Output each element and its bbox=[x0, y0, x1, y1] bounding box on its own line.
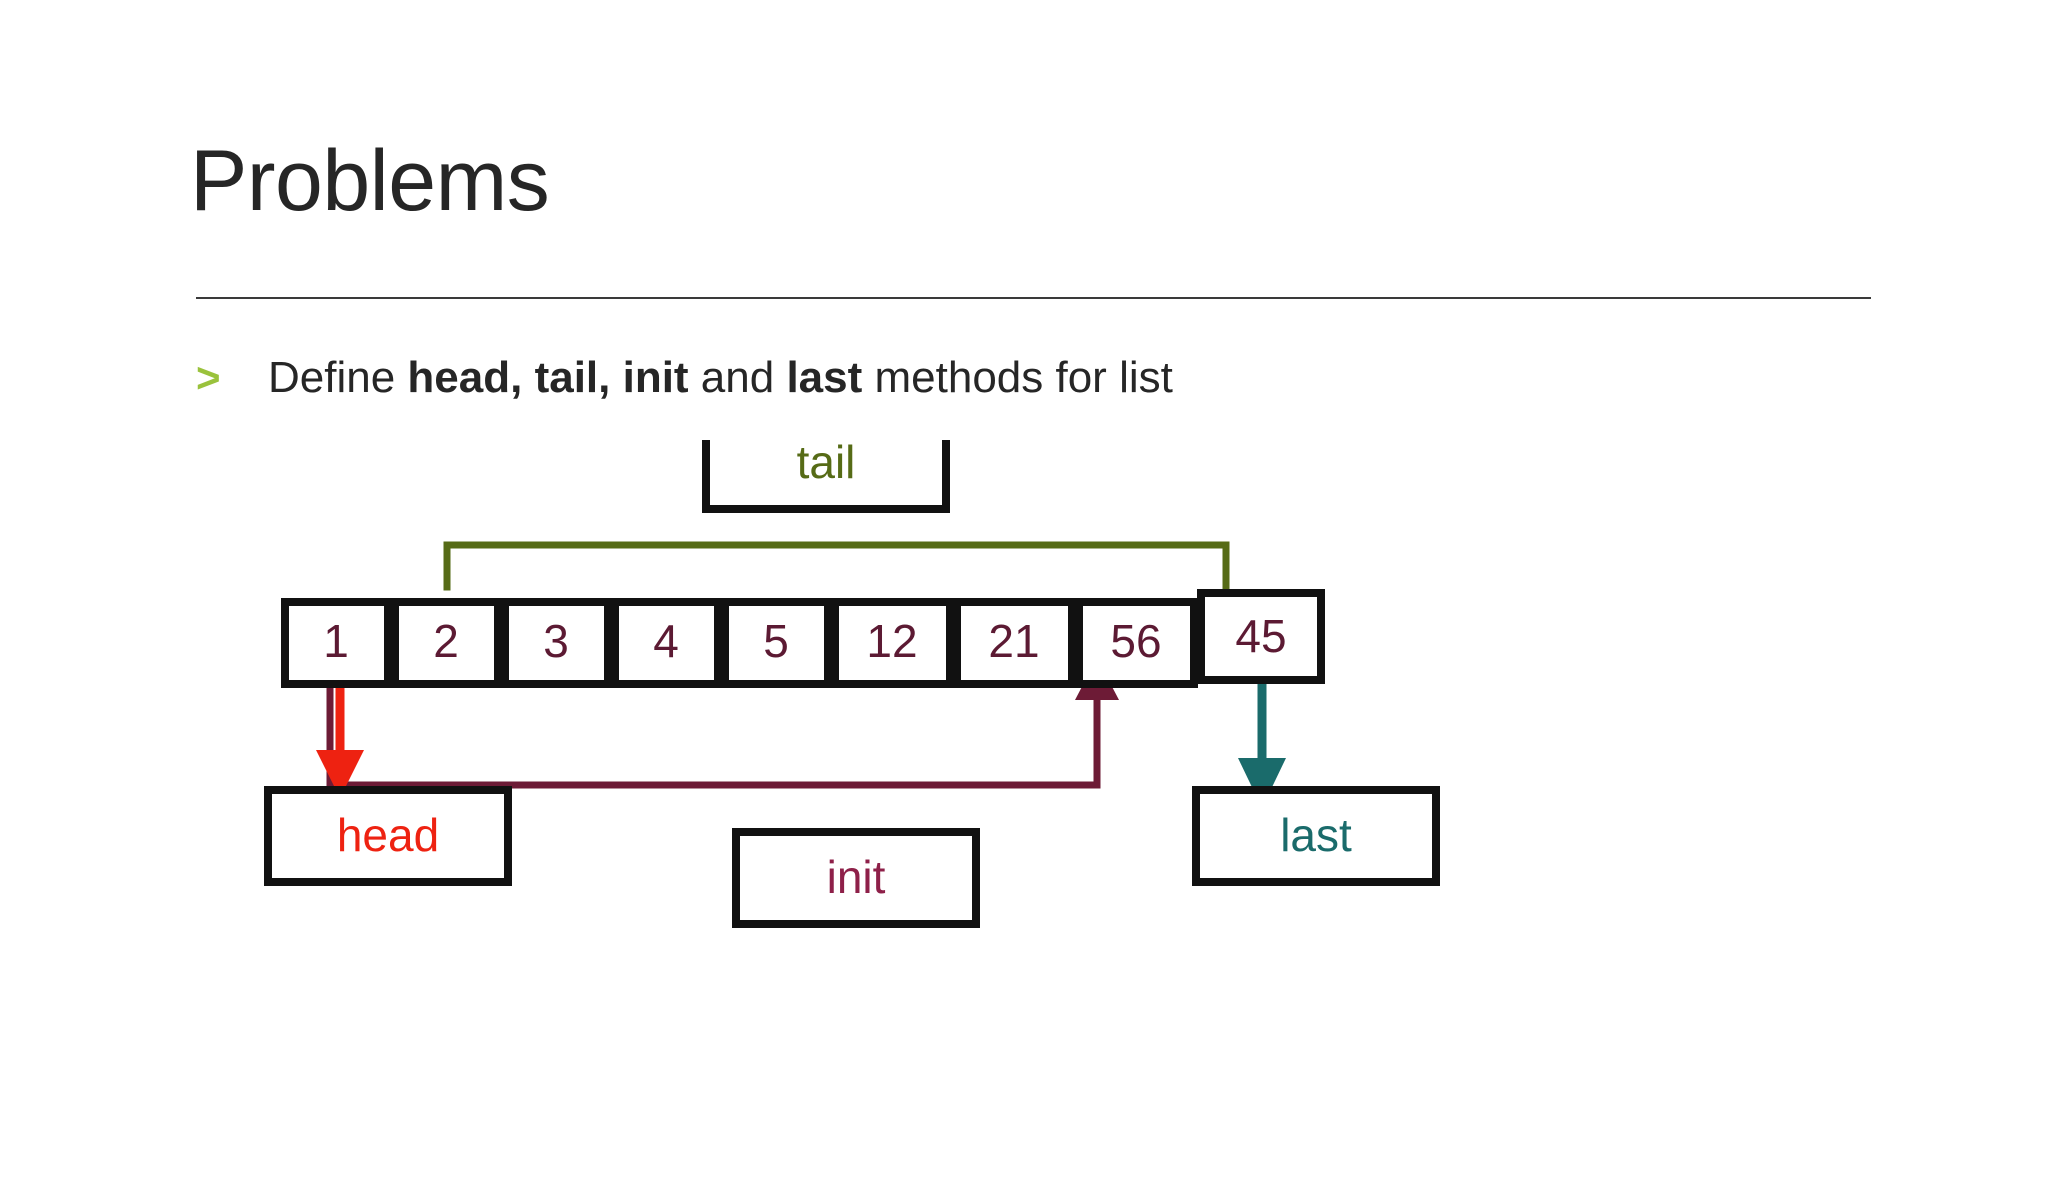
list-cell: 12 bbox=[831, 598, 954, 688]
list-cell: 2 bbox=[391, 598, 502, 688]
head-box-label: head bbox=[337, 809, 439, 861]
list-array: 1 2 3 4 bbox=[281, 589, 1325, 688]
last-box-label: last bbox=[1280, 809, 1352, 861]
title-area: Problems bbox=[190, 138, 1890, 224]
tail-box[interactable]: tail bbox=[702, 440, 950, 513]
list-cell: 4 bbox=[611, 598, 722, 688]
slide-bottom-shadow bbox=[0, 1163, 2048, 1178]
init-box-label: init bbox=[827, 851, 886, 903]
title-divider bbox=[196, 297, 1871, 299]
list-methods-diagram: tail 1 2 3 bbox=[0, 440, 2048, 1060]
list-cell-value: 5 bbox=[763, 615, 789, 667]
list-cell-value: 45 bbox=[1235, 610, 1286, 662]
list-cell: 5 bbox=[721, 598, 832, 688]
list-cell-value: 3 bbox=[543, 615, 569, 667]
init-box[interactable]: init bbox=[732, 828, 980, 928]
list-cell-value: 21 bbox=[988, 615, 1039, 667]
head-box[interactable]: head bbox=[264, 786, 512, 886]
list-cell: 45 bbox=[1197, 589, 1325, 684]
list-cell-value: 12 bbox=[866, 615, 917, 667]
list-cell: 3 bbox=[501, 598, 612, 688]
list-cell: 1 bbox=[281, 598, 392, 688]
list-cell-value: 2 bbox=[433, 615, 459, 667]
list-cell: 21 bbox=[953, 598, 1076, 688]
last-box[interactable]: last bbox=[1192, 786, 1440, 886]
tail-box-label: tail bbox=[797, 440, 856, 488]
chevron-right-icon: > bbox=[196, 354, 221, 401]
list-cell: 56 bbox=[1075, 598, 1198, 688]
list-cell-value: 1 bbox=[323, 615, 349, 667]
last-connector bbox=[1238, 680, 1286, 808]
list-cell-value: 56 bbox=[1110, 615, 1161, 667]
bullet-row: > Define head, tail, init and last metho… bbox=[196, 352, 1173, 405]
list-cell-value: 4 bbox=[653, 615, 679, 667]
bullet-text: Define head, tail, init and last methods… bbox=[268, 353, 1173, 402]
page-title: Problems bbox=[190, 133, 550, 229]
